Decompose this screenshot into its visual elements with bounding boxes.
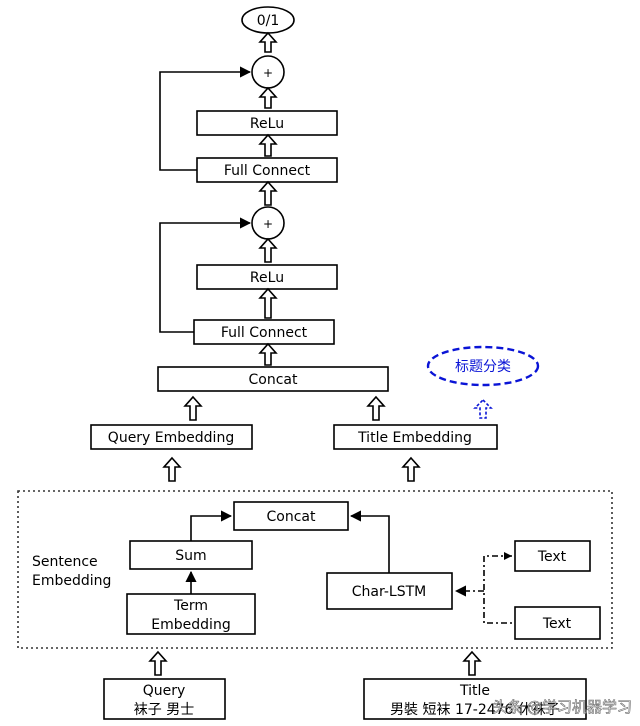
title-classification-label: 标题分类 — [455, 359, 511, 375]
title-classification-node — [426, 345, 540, 387]
relu-mid-label: ReLu — [250, 270, 284, 286]
up-arrow-icon — [258, 86, 278, 109]
text-top-label: Text — [537, 549, 567, 565]
up-arrow-icon — [258, 31, 278, 53]
fc-top-label: Full Connect — [224, 163, 311, 179]
concat-top-label: Concat — [249, 372, 298, 388]
text-bottom-label: Text — [542, 616, 572, 632]
sentence-embedding-container — [17, 490, 613, 649]
sentence-embedding-label-line2: Embedding — [32, 573, 111, 589]
output-label: 0/1 — [257, 13, 280, 29]
plus-mid-label: + — [263, 217, 273, 231]
title-embedding-label: Title Embedding — [357, 430, 472, 446]
plus-top-label: + — [263, 66, 273, 80]
skip-connection-mid — [159, 217, 252, 333]
up-arrow-icon — [258, 133, 278, 157]
title-input-box — [363, 678, 587, 720]
skip-connection-top — [159, 66, 252, 171]
concat-top-box — [157, 366, 389, 392]
text-bottom-box — [514, 606, 601, 640]
text-connector-top — [483, 555, 512, 624]
char-lstm-box — [326, 572, 453, 610]
term-embedding-label-line2: Embedding — [151, 617, 230, 633]
dashed-up-arrow-icon — [473, 398, 493, 419]
sum-label: Sum — [175, 548, 206, 564]
watermark: 头条 @学习机器学习 — [492, 698, 632, 716]
title-input-line1: Title — [459, 683, 490, 699]
concat-inner-box — [233, 501, 349, 531]
char-lstm-label: Char-LSTM — [352, 584, 426, 600]
relu-top-label: ReLu — [250, 116, 284, 132]
title-embedding-box — [333, 424, 498, 450]
query-input-line2: 袜子 男士 — [134, 702, 194, 718]
term-embedding-label-line1: Term — [173, 598, 208, 614]
up-arrow-icon — [366, 395, 386, 421]
sentence-embedding-label-line1: Sentence — [32, 554, 98, 570]
up-arrow-icon — [258, 342, 278, 366]
up-arrow-icon — [401, 456, 421, 482]
up-arrow-icon — [462, 650, 482, 676]
term-embedding-box — [126, 593, 256, 635]
sum-to-concat-arrow — [190, 510, 233, 541]
query-input-line1: Query — [143, 683, 186, 699]
query-embedding-box — [90, 424, 253, 450]
up-arrow-icon — [258, 237, 278, 263]
up-arrow-icon — [148, 650, 168, 676]
title-input-line2: 男裝 短袜 17-2476 休袜子 — [390, 702, 560, 718]
up-arrow-icon — [162, 456, 182, 482]
up-arrow-icon — [258, 287, 278, 319]
text-connector-arrowhead-top — [504, 552, 512, 560]
fc-mid-label: Full Connect — [221, 325, 308, 341]
up-arrow-icon — [258, 180, 278, 206]
concat-inner-label: Concat — [267, 509, 316, 525]
lstm-to-concat-arrow — [349, 510, 390, 573]
text-top-box — [514, 540, 591, 572]
up-arrow-icon — [183, 395, 203, 421]
query-input-box — [103, 678, 226, 720]
query-embedding-label: Query Embedding — [108, 430, 234, 446]
sum-box — [129, 540, 253, 570]
